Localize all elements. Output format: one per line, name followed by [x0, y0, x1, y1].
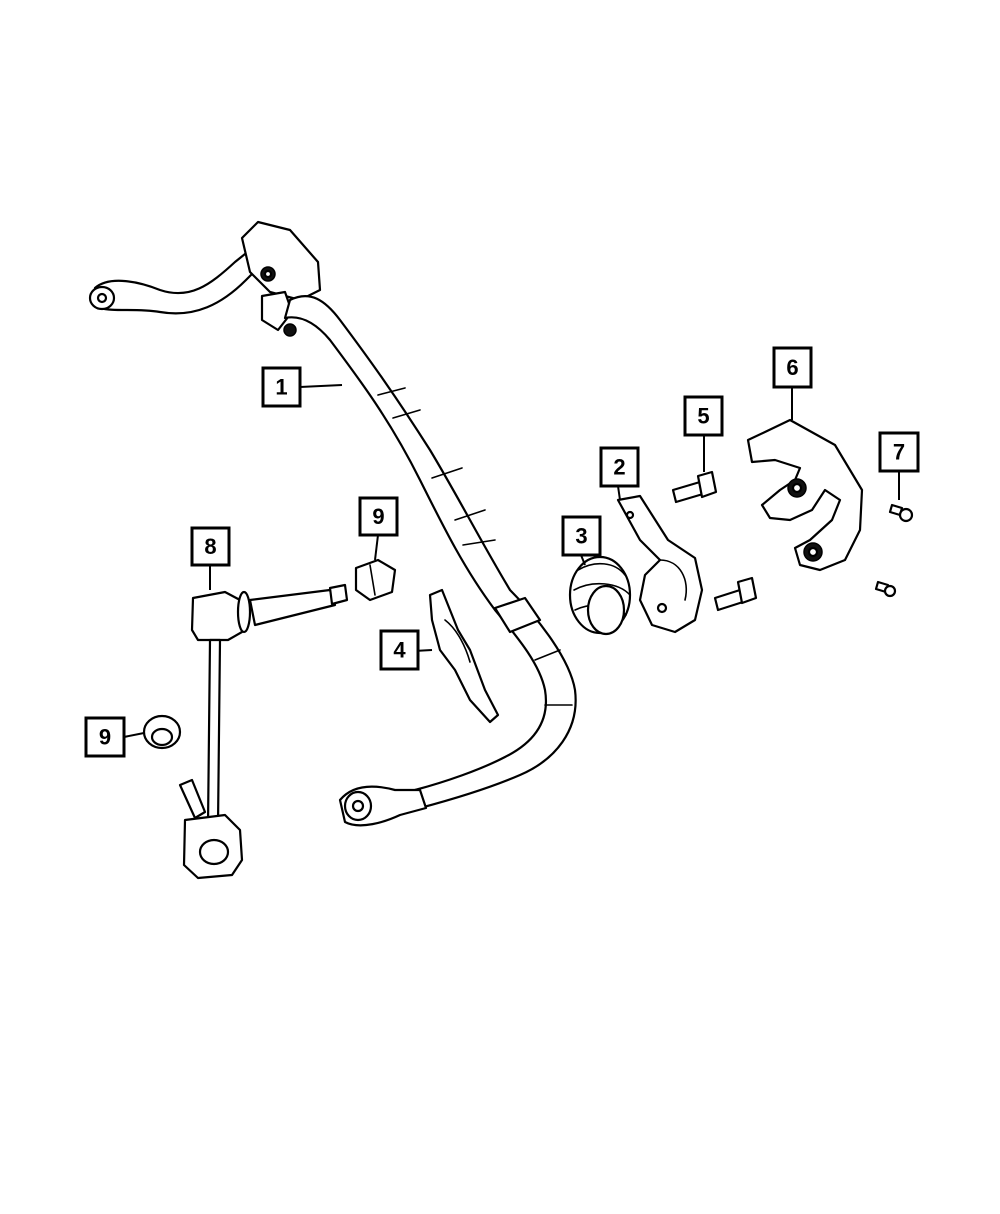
- bushing-retainer: [616, 494, 704, 634]
- bushing-clamp: [428, 588, 500, 724]
- stabilizer-link: [178, 583, 349, 880]
- callout-7: 7: [878, 431, 920, 473]
- mounting-bracket: [746, 418, 864, 572]
- callout-4-label: 4: [393, 638, 406, 663]
- stabilizer-bar: [88, 220, 577, 827]
- stabilizer-bushing: [568, 555, 632, 636]
- callout-8: 8: [190, 526, 231, 567]
- callout-9-lower: 9: [84, 716, 126, 758]
- link-nut-upper: [354, 558, 397, 602]
- callout-3: 3: [561, 515, 602, 557]
- callout-8-label: 8: [204, 534, 216, 559]
- callout-9-upper: 9: [358, 496, 399, 537]
- callout-2-label: 2: [613, 455, 625, 480]
- leader-lines: [123, 384, 900, 738]
- bracket-screws: [874, 503, 914, 598]
- callout-9-lower-label: 9: [99, 725, 111, 750]
- callout-1-label: 1: [275, 375, 287, 400]
- callout-5-label: 5: [697, 404, 709, 429]
- bracket-bolts: [671, 470, 758, 612]
- callout-6-label: 6: [786, 355, 798, 380]
- callout-2: 2: [599, 446, 640, 488]
- callout-1: 1: [261, 366, 302, 408]
- callout-5: 5: [683, 395, 724, 437]
- callout-7-label: 7: [893, 440, 905, 465]
- callout-6: 6: [772, 346, 813, 389]
- callout-9-upper-label: 9: [372, 504, 384, 529]
- callout-3-label: 3: [575, 524, 587, 549]
- link-nut-lower: [142, 714, 182, 750]
- callout-4: 4: [379, 629, 420, 671]
